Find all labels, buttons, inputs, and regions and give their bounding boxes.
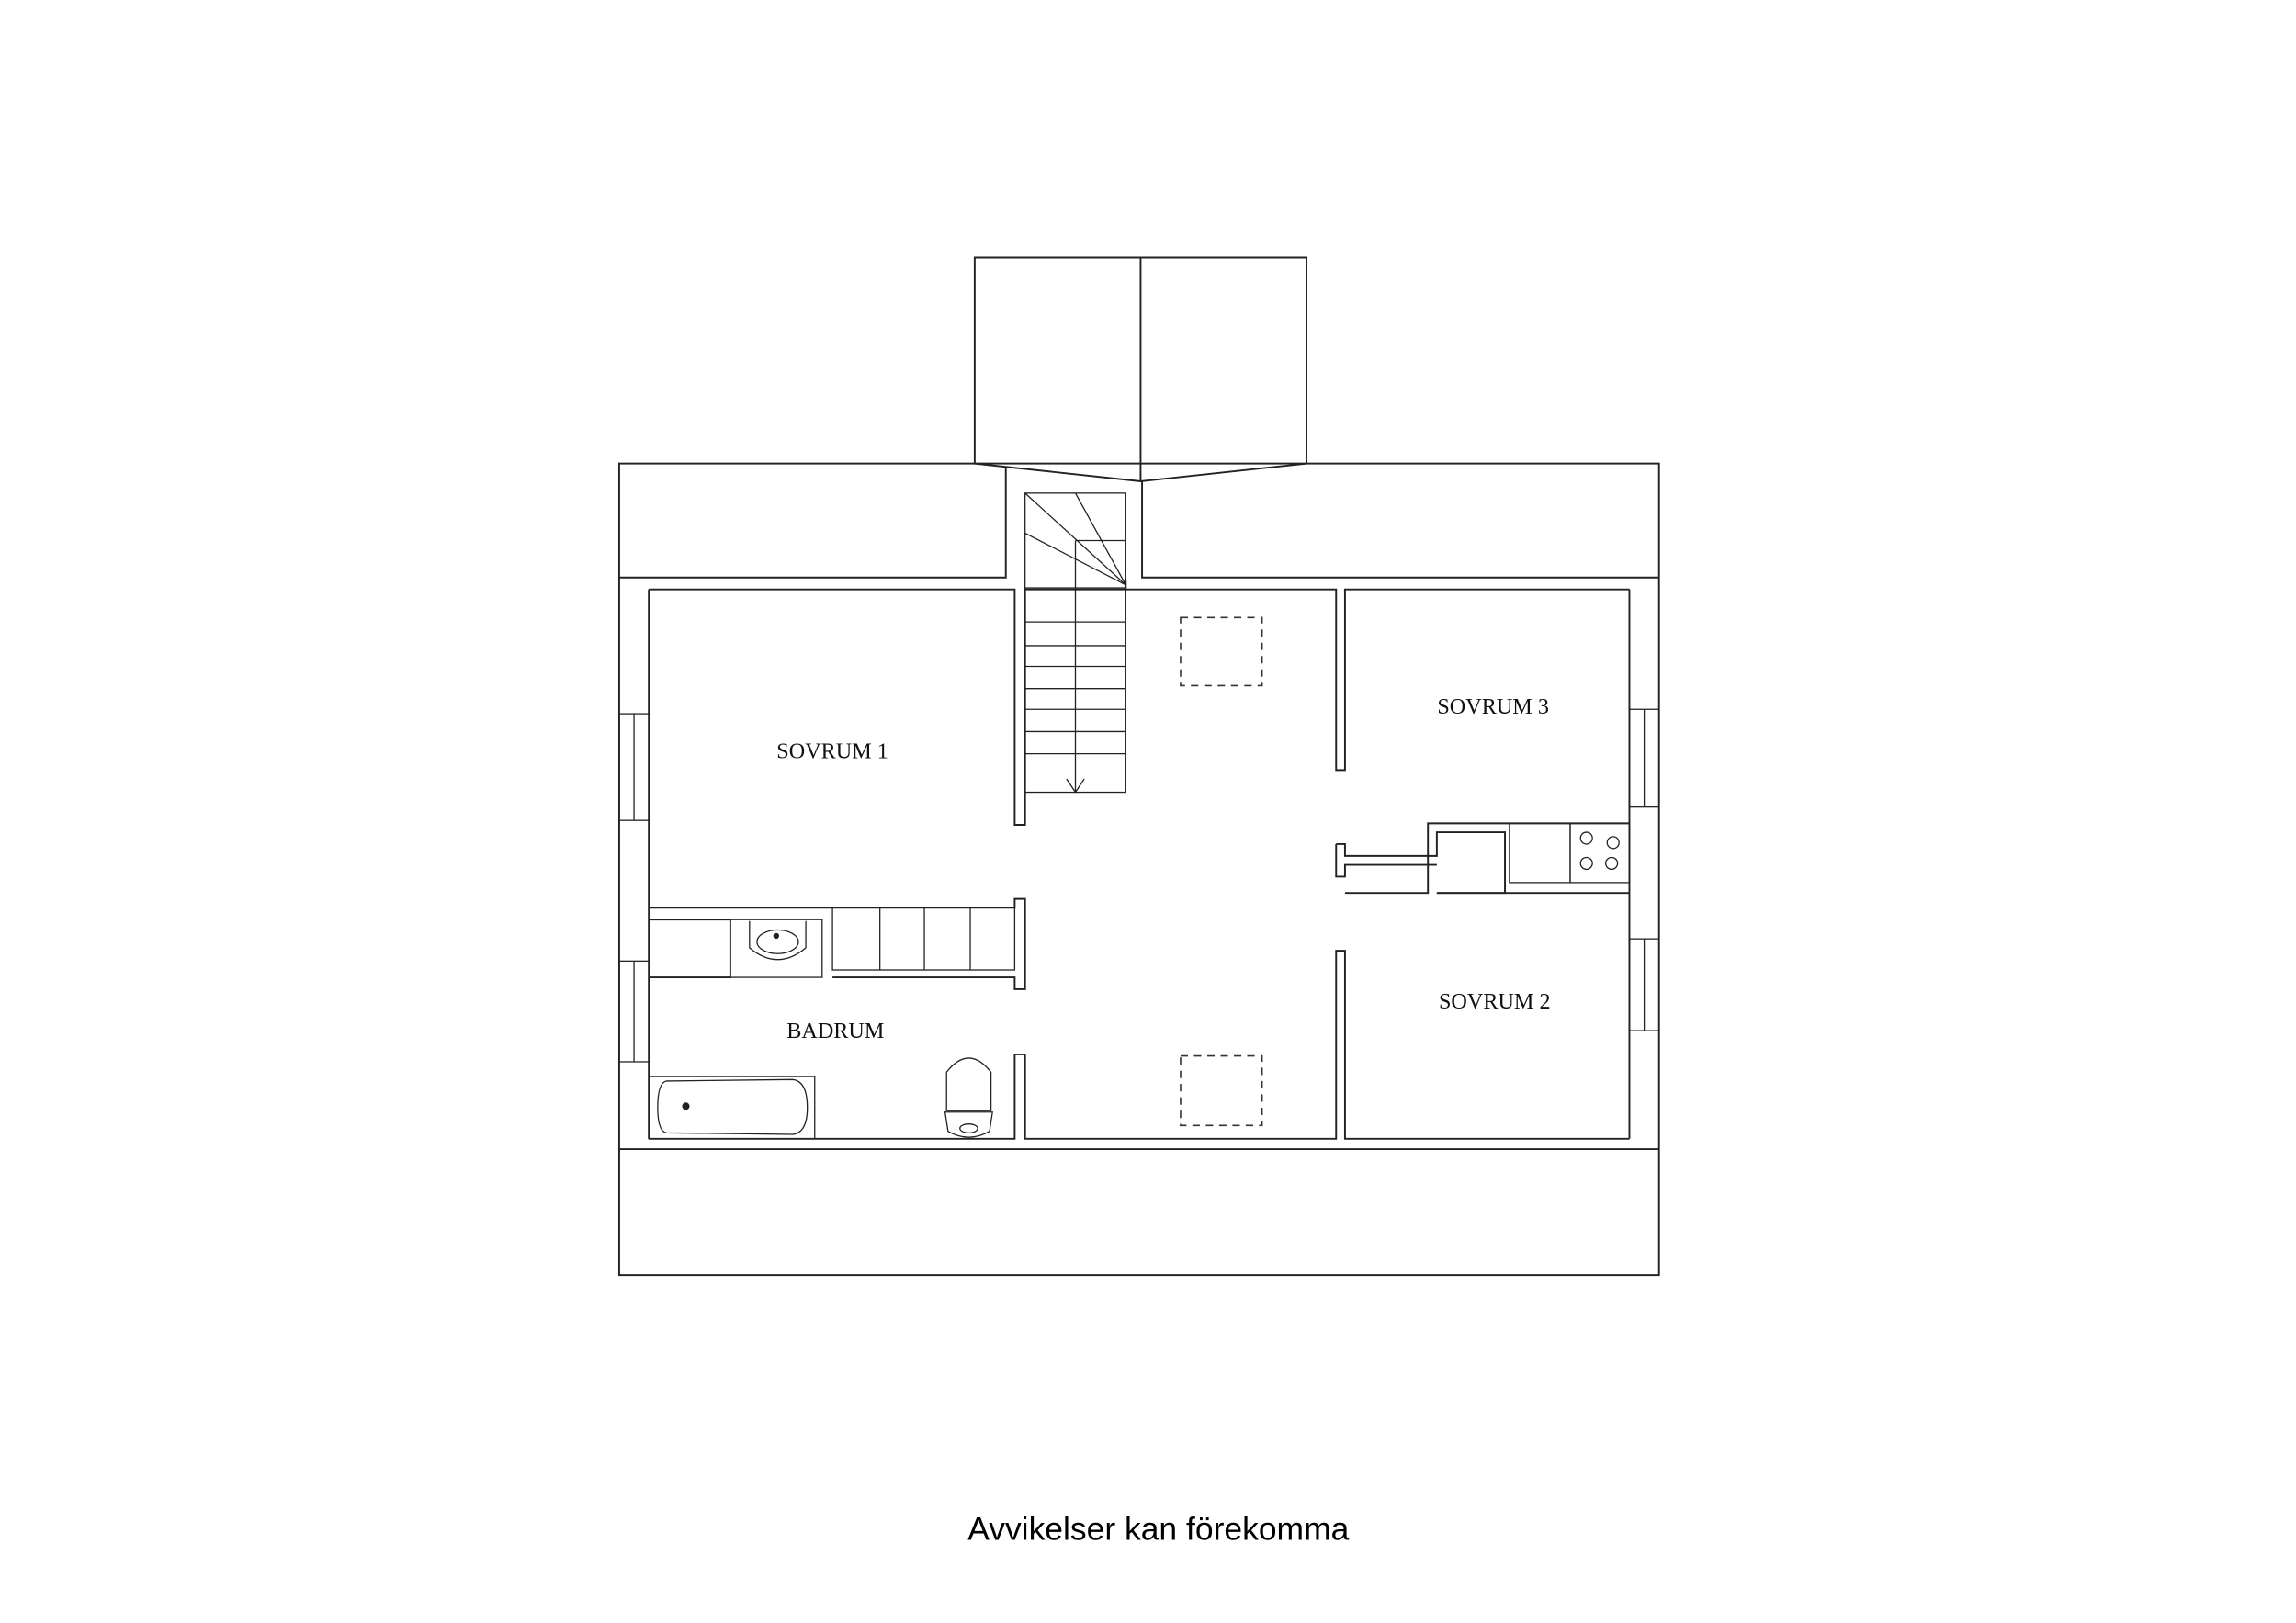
disclaimer-text: Avvikelser kan förekomma (967, 1511, 1349, 1548)
room-label-sovrum-1: SOVRUM 1 (776, 738, 888, 763)
outer-walls (617, 462, 1660, 1277)
staircase[interactable] (1024, 492, 1126, 794)
toilet-icon (944, 1057, 993, 1138)
windows (618, 708, 1660, 1063)
room-label-sovrum-3: SOVRUM 3 (1437, 694, 1549, 719)
room-label-badrum: BADRUM (786, 1019, 884, 1043)
skylight (1180, 1054, 1263, 1127)
stove-icon (1579, 831, 1620, 871)
interior-walls (649, 580, 1630, 1140)
skylight (1180, 616, 1263, 687)
kitchenette (1509, 822, 1631, 884)
room-label-sovrum-2: SOVRUM 2 (1439, 989, 1551, 1014)
wardrobe (831, 907, 1016, 971)
bathtub-icon (648, 1076, 816, 1140)
dormer (973, 256, 1307, 482)
sink-icon (730, 919, 823, 978)
